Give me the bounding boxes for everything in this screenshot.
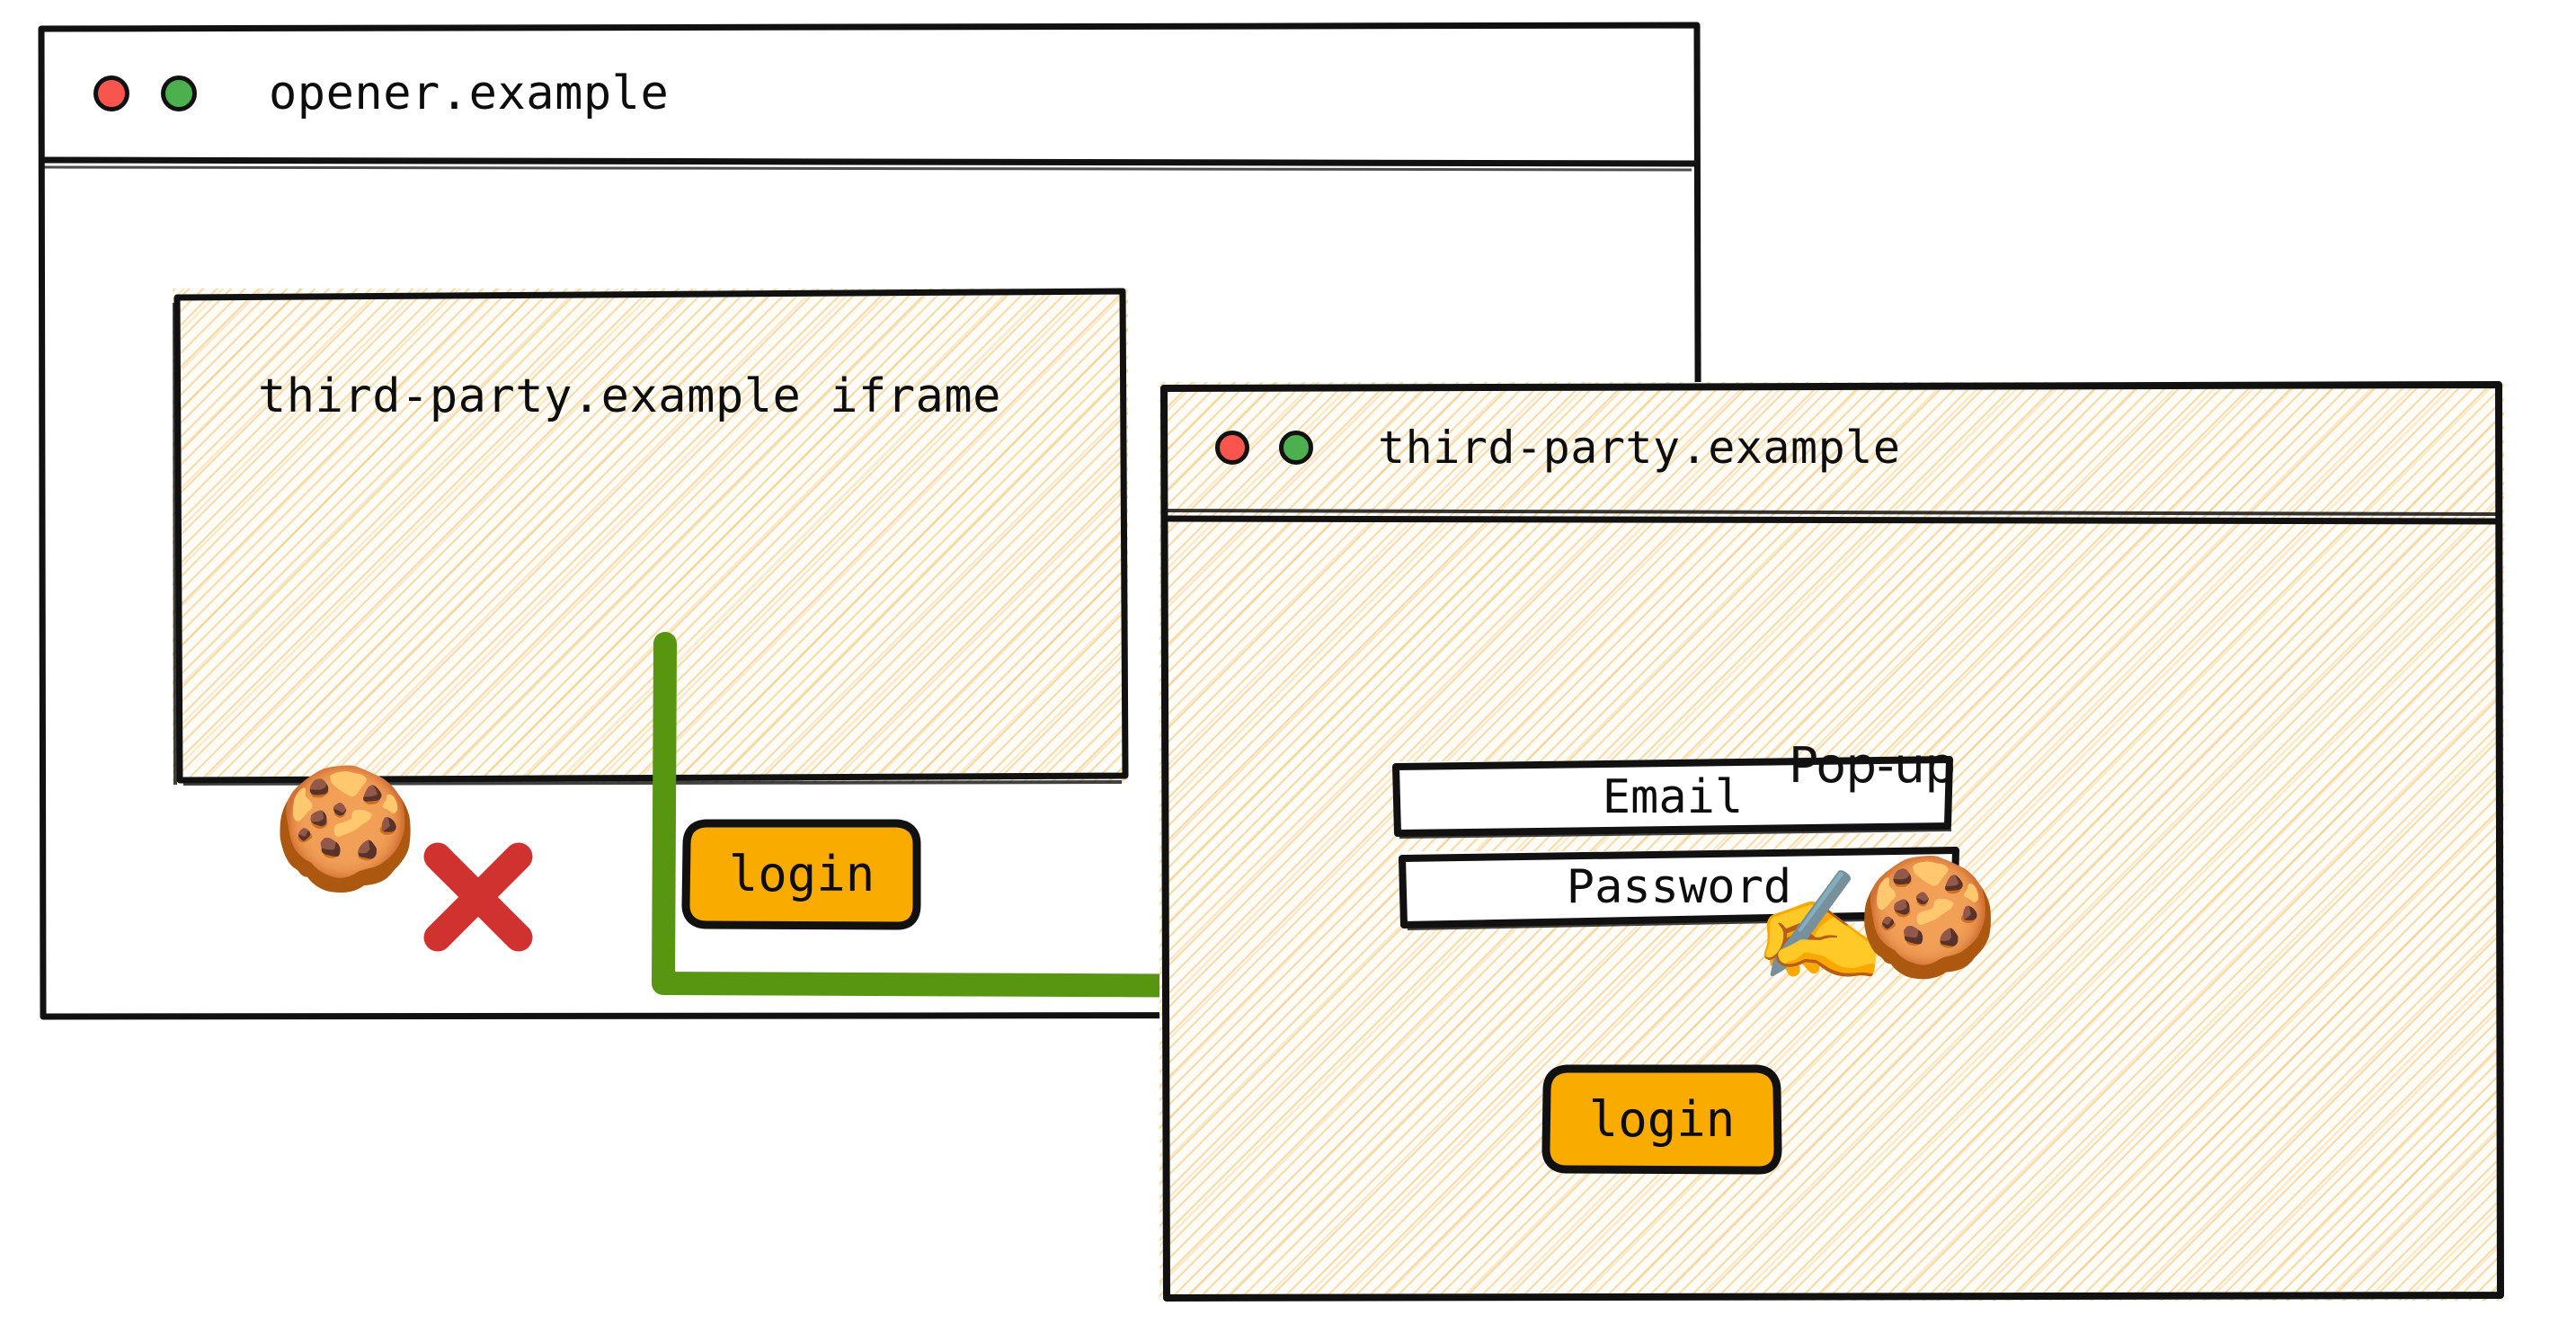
iframe-label: third-party.example iframe — [258, 369, 1001, 423]
maximize-dot[interactable] — [161, 75, 197, 111]
popup-login-button[interactable]: login — [1541, 1064, 1782, 1175]
cross-mark-icon — [420, 839, 537, 955]
popup-annotation-label: Pop-up — [1789, 737, 1956, 794]
password-field-label: Password — [1566, 860, 1792, 914]
popup-titlebar: third-party.example — [1159, 382, 2504, 512]
maximize-dot[interactable] — [1279, 430, 1313, 465]
cookie-icon: 🍪 — [1856, 850, 2000, 984]
third-party-iframe: third-party.example iframe 🍪 login — [173, 288, 1129, 952]
writing-hand-icon: ✍️ — [1753, 865, 1888, 990]
popup-login-button-label: login — [1588, 1090, 1736, 1148]
cookie-icon: 🍪 — [271, 760, 420, 898]
opener-window-title: opener.example — [269, 66, 670, 120]
opener-titlebar: opener.example — [38, 23, 1702, 163]
iframe-border — [173, 288, 1129, 786]
popup-window-title: third-party.example — [1378, 421, 1901, 474]
close-dot[interactable] — [1215, 430, 1249, 465]
popup-browser-window: third-party.example Email — [1159, 381, 2504, 1302]
iframe-login-button-label: login — [728, 846, 875, 902]
popup-content: Email Password login — [1159, 514, 2504, 1301]
close-dot[interactable] — [93, 75, 129, 111]
iframe-login-button[interactable]: login — [681, 819, 921, 930]
email-field-label: Email — [1602, 770, 1744, 824]
